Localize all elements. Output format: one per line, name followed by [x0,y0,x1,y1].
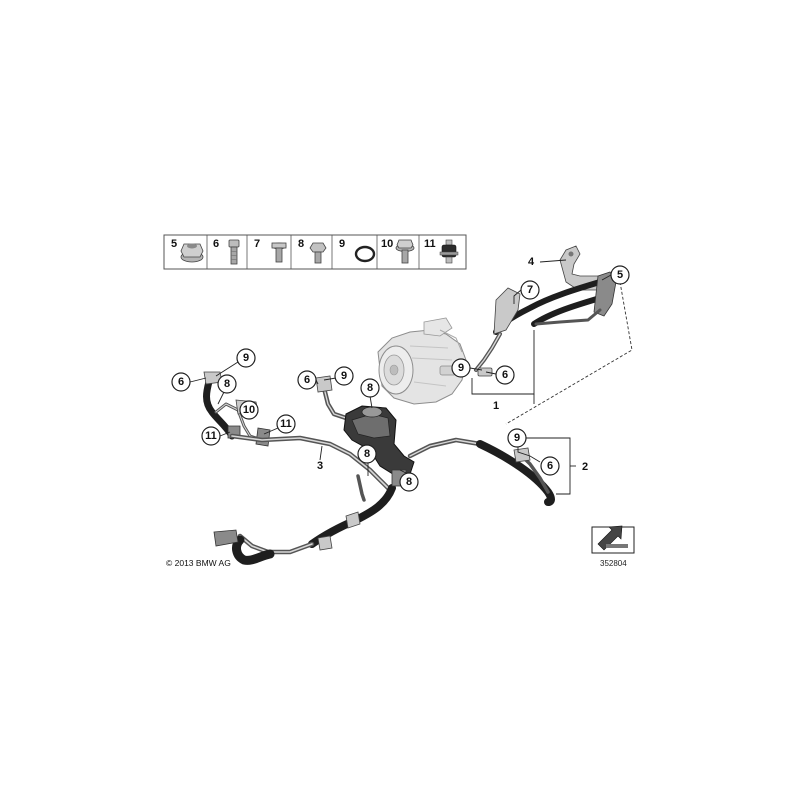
callout-7-upper[interactable]: 7 [520,280,540,300]
callout-9-return[interactable]: 9 [507,428,527,448]
svg-text:6: 6 [304,374,310,386]
legend-item-long-bolt[interactable]: 6 [213,238,240,265]
svg-text:11: 11 [280,418,292,430]
callout-11-left[interactable]: 11 [201,426,221,446]
steering-pump[interactable] [377,317,467,405]
legend-item-flange-bolt[interactable]: 10 [381,238,415,264]
callout-9-center[interactable]: 9 [334,366,354,386]
svg-text:8: 8 [224,378,230,390]
svg-text:8: 8 [367,382,373,394]
svg-text:8: 8 [364,448,370,460]
legend-item-rubber-mount[interactable]: 11 [424,238,459,264]
svg-text:10: 10 [243,404,255,416]
svg-text:4: 4 [528,256,535,268]
legend-label: 8 [298,238,304,250]
callout-9-left[interactable]: 9 [236,348,256,368]
parts-legend: 5 6 7 [163,234,467,270]
legend-label: 11 [424,238,436,250]
flange-nut-icon [180,243,204,263]
svg-text:7: 7 [527,284,533,296]
flange-bolt-icon [395,239,415,264]
legend-label: 7 [254,238,260,250]
callout-9-pump[interactable]: 9 [451,358,471,378]
rubber-mount-icon [439,239,459,264]
legend-label: 9 [339,238,345,250]
legend-label: 5 [171,238,177,250]
hex-bolt-icon [309,242,327,264]
callout-8-rack-lower[interactable]: 8 [357,444,377,464]
svg-text:9: 9 [458,362,464,374]
svg-text:6: 6 [547,460,553,472]
svg-text:9: 9 [341,370,347,382]
legend-item-o-ring[interactable]: 9 [339,238,376,263]
svg-text:2: 2 [582,461,588,473]
svg-text:6: 6 [502,369,508,381]
callout-1[interactable]: 1 [493,400,499,412]
svg-text:5: 5 [617,269,623,281]
arrow-box-icon[interactable] [591,525,635,554]
callout-6-center[interactable]: 6 [297,370,317,390]
svg-text:9: 9 [514,432,520,444]
svg-text:8: 8 [406,476,412,488]
callout-10-left[interactable]: 10 [239,400,259,420]
callout-8-left[interactable]: 8 [217,374,237,394]
svg-text:11: 11 [205,430,217,442]
copyright-text: © 2013 BMW AG [166,558,231,568]
callout-5-upper[interactable]: 5 [610,265,630,285]
diagram-number: 352804 [600,559,627,568]
callouts: 4 5 7 9 6 1 9 6 2 9 6 8 10 11 11 3 9 6 8… [171,256,630,492]
svg-text:9: 9 [243,352,249,364]
steering-rack-bracket[interactable] [315,375,483,487]
callout-8-rack-bottom[interactable]: 8 [399,472,419,492]
legend-item-flange-nut[interactable]: 5 [171,238,204,263]
dashed-connector-upper [505,281,633,425]
return-hose[interactable] [476,440,555,506]
callout-2[interactable]: 2 [582,461,588,473]
o-ring-icon [354,245,376,263]
callout-6-left[interactable]: 6 [171,372,191,392]
legend-item-hex-bolt[interactable]: 8 [298,238,327,264]
svg-text:6: 6 [178,376,184,388]
cooler-line[interactable] [213,433,396,565]
svg-text:1: 1 [493,400,499,412]
svg-text:3: 3 [317,460,323,472]
legend-label: 10 [381,238,393,250]
callout-8-rack-top[interactable]: 8 [360,378,380,398]
callout-6-return[interactable]: 6 [540,456,560,476]
long-bolt-icon [228,239,240,265]
legend-item-short-bolt[interactable]: 7 [254,238,287,263]
pressure-hose[interactable] [474,271,617,377]
short-bolt-icon [271,242,287,263]
callout-3[interactable]: 3 [317,460,323,472]
callout-6-pump[interactable]: 6 [495,365,515,385]
callout-4[interactable]: 4 [528,256,535,268]
legend-label: 6 [213,238,219,250]
callout-11-right[interactable]: 11 [276,414,296,434]
